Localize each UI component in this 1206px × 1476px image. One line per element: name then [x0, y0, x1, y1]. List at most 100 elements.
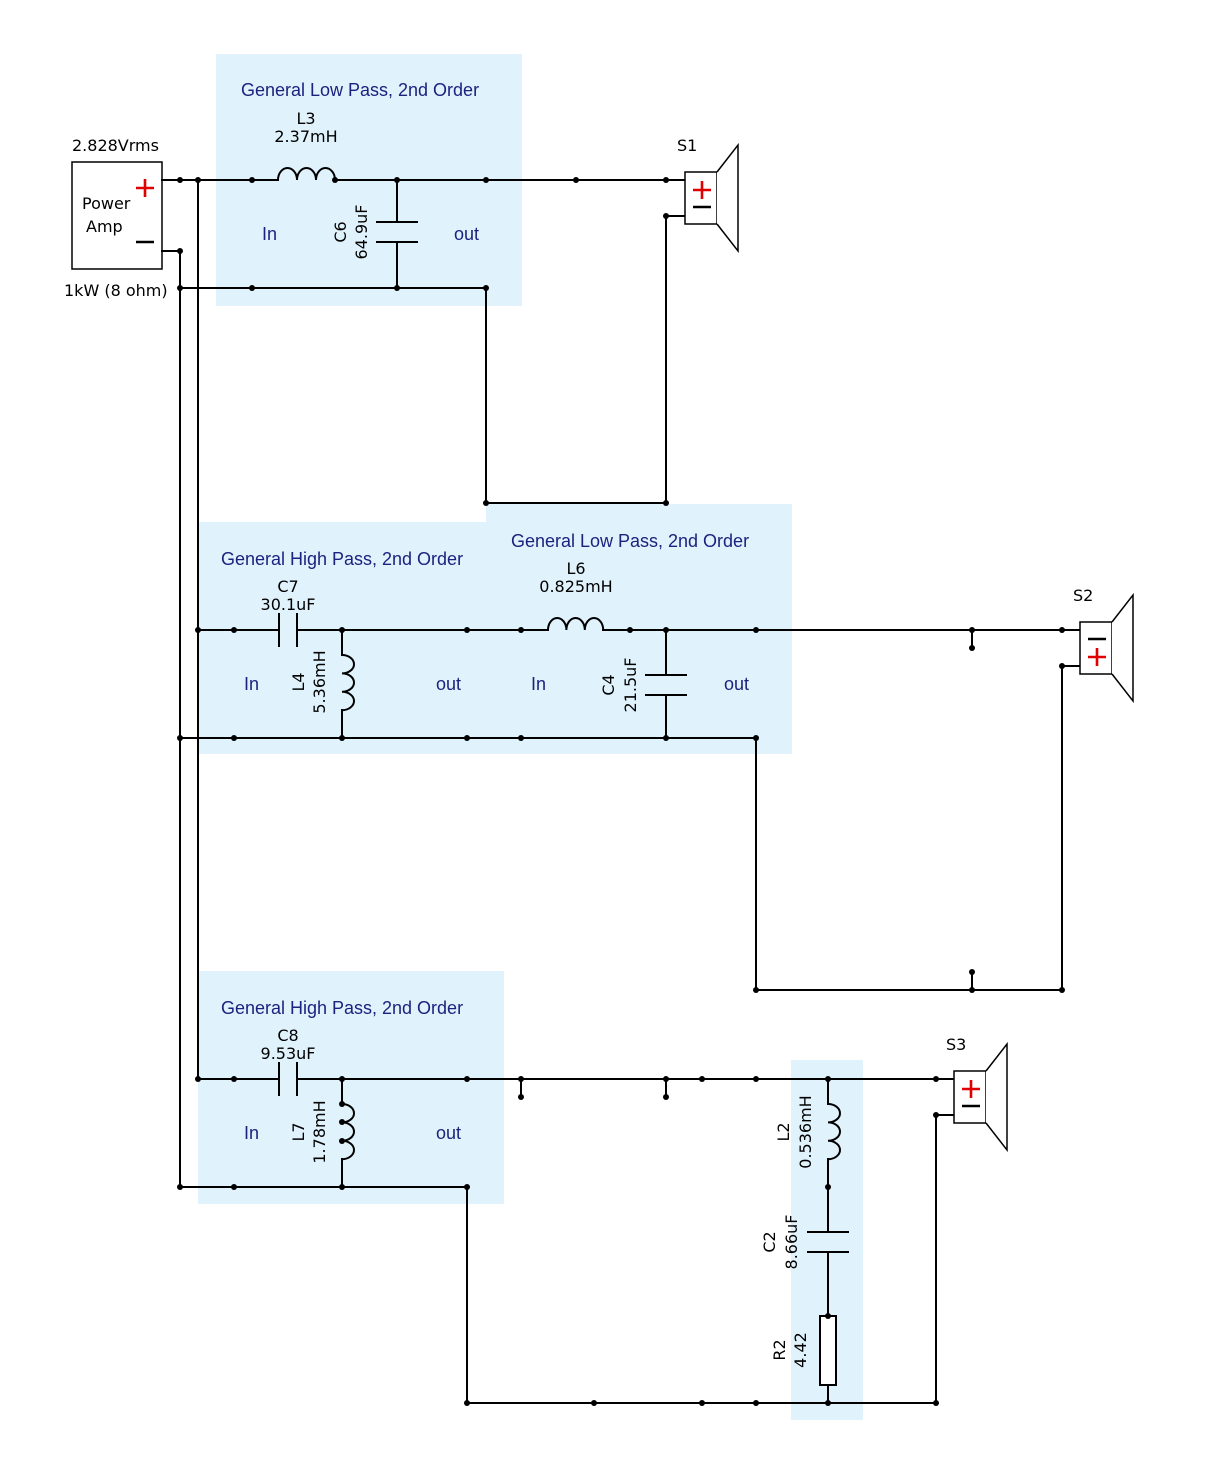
junction-dot	[231, 735, 237, 741]
inductor-L6-value: 0.825mH	[539, 577, 612, 596]
inductor-L3	[251, 167, 337, 182]
speaker-S1-name: S1	[677, 136, 697, 155]
junction-dot	[933, 1400, 939, 1406]
junction-dot	[177, 1184, 183, 1190]
inductor-L2	[826, 1102, 841, 1161]
junction-dot	[518, 1094, 524, 1100]
junction-dot	[339, 627, 345, 633]
inductor-L3-name: L3	[296, 109, 315, 128]
junction-dot	[483, 177, 489, 183]
junction-dot	[518, 735, 524, 741]
capacitor-C2-name: C2	[760, 1231, 779, 1252]
junction-dot	[933, 1076, 939, 1082]
junction-dot	[195, 627, 201, 633]
capacitor-C2-value: 8.66uF	[782, 1215, 801, 1270]
junction-dot	[195, 1076, 201, 1082]
junction-dot	[663, 627, 669, 633]
junction-dot	[825, 1184, 831, 1190]
port-in-s2-high-pass: In	[244, 674, 259, 694]
section-box-s2-high-pass	[198, 522, 498, 754]
junction-dot	[969, 969, 975, 975]
junction-dot	[933, 1112, 939, 1118]
junction-dot	[464, 1076, 470, 1082]
capacitor-C6-name: C6	[331, 221, 350, 242]
junction-dot	[663, 500, 669, 506]
junction-dot	[663, 1076, 669, 1082]
junction-dot	[177, 735, 183, 741]
amplifier-rating-label: 1kW (8 ohm)	[64, 281, 168, 300]
amplifier-voltage-label: 2.828Vrms	[72, 136, 159, 155]
junction-dot	[663, 177, 669, 183]
section-box-s3-high-pass	[198, 971, 504, 1204]
capacitor-C4-name: C4	[599, 674, 618, 695]
junction-dot	[464, 1400, 470, 1406]
capacitor-C4	[645, 674, 687, 696]
resistor-R2-name: R2	[770, 1339, 789, 1360]
capacitor-C2	[807, 1231, 849, 1253]
junction-dot	[394, 285, 400, 291]
inductor-L7	[340, 1102, 355, 1161]
junction-dot	[573, 177, 579, 183]
speaker-S1	[684, 142, 739, 254]
speaker-S3-plus-icon	[962, 1080, 980, 1098]
junction-dot	[1059, 663, 1065, 669]
junction-dot	[339, 1138, 345, 1144]
inductor-L2-name: L2	[774, 1122, 793, 1141]
speaker-S3-name: S3	[946, 1035, 966, 1054]
junction-dot	[825, 1400, 831, 1406]
junction-dot	[663, 735, 669, 741]
power-amplifier: 2.828Vrms Power Amp 1kW (8 ohm)	[64, 136, 168, 300]
port-out-s1-low-pass: out	[454, 224, 479, 244]
junction-dot	[231, 627, 237, 633]
junction-dot	[177, 285, 183, 291]
junction-dot	[339, 1184, 345, 1190]
inductor-L3-value: 2.37mH	[274, 127, 337, 146]
junction-dot	[663, 213, 669, 219]
section-title-s2-high-pass: General High Pass, 2nd Order	[221, 549, 463, 569]
junction-dot	[249, 285, 255, 291]
resistor-R2-value: 4.42	[791, 1332, 810, 1368]
junction-dot	[394, 177, 400, 183]
speaker-S2-plus-icon	[1088, 648, 1106, 666]
capacitor-C6	[376, 221, 418, 243]
wiring	[161, 179, 1081, 1404]
capacitor-C8	[278, 1062, 298, 1096]
junction-dot	[195, 177, 201, 183]
junction-dot	[699, 1400, 705, 1406]
junction-dot	[339, 1101, 345, 1107]
junction-dot	[969, 645, 975, 651]
junction-dot	[753, 735, 759, 741]
junction-dot	[464, 1184, 470, 1190]
capacitor-C7-value: 30.1uF	[261, 595, 316, 614]
junction-dot	[464, 627, 470, 633]
port-out-s2-low-pass: out	[724, 674, 749, 694]
capacitor-C7	[278, 613, 298, 647]
section-title-s1-low-pass: General Low Pass, 2nd Order	[241, 80, 479, 100]
section-title-s3-high-pass: General High Pass, 2nd Order	[221, 998, 463, 1018]
amplifier-plus-terminal-icon	[136, 179, 154, 197]
junction-dot	[969, 627, 975, 633]
capacitor-C8-name: C8	[277, 1026, 298, 1045]
junction-dot	[591, 1400, 597, 1406]
capacitor-C6-value: 64.9uF	[352, 205, 371, 260]
junction-dot	[753, 627, 759, 633]
inductor-L6	[546, 617, 605, 632]
junction-dot	[332, 177, 338, 183]
inductor-L4	[340, 653, 355, 712]
port-in-s3-high-pass: In	[244, 1123, 259, 1143]
junction-dot	[483, 500, 489, 506]
junction-dot	[231, 1076, 237, 1082]
junction-dot	[825, 1076, 831, 1082]
junction-dot	[1059, 987, 1065, 993]
capacitor-C7-name: C7	[277, 577, 298, 596]
inductor-L7-value: 1.78mH	[310, 1100, 329, 1163]
port-in-s1-low-pass: In	[262, 224, 277, 244]
resistor-R2	[819, 1315, 837, 1386]
junction-dot	[753, 987, 759, 993]
junction-dot	[249, 177, 255, 183]
inductor-L4-value: 5.36mH	[310, 650, 329, 713]
junction-dot	[627, 627, 633, 633]
junction-dot	[177, 248, 183, 254]
amplifier-name-line1: Power	[82, 194, 131, 213]
junction-dot	[969, 987, 975, 993]
